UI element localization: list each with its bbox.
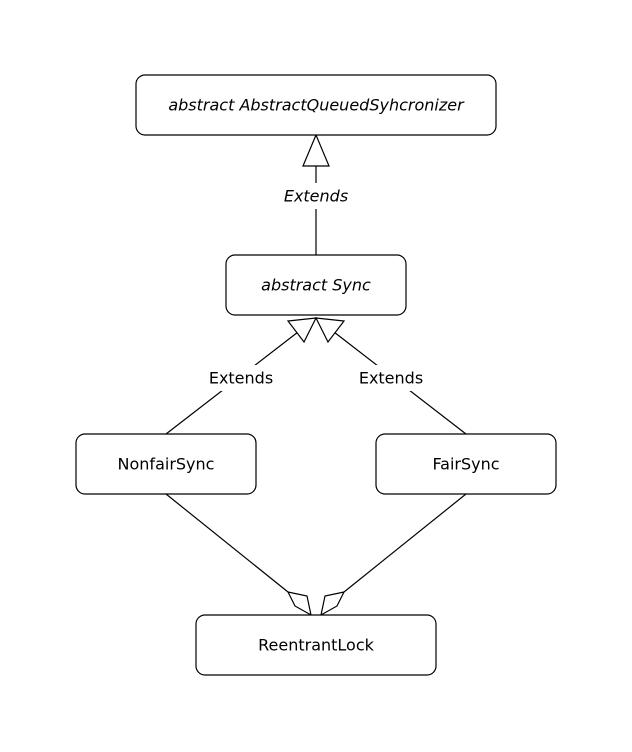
edge-sync-extends-aqs: Extends [272, 133, 360, 255]
edge-label-nonfair-sync: Extends [209, 369, 273, 388]
inheritance-arrowhead [302, 133, 330, 167]
class-name-label: abstract AbstractQueuedSyhcronizer [168, 96, 465, 115]
class-node-abstract-queued-synchronizer: abstract AbstractQueuedSyhcronizer [135, 74, 497, 136]
edge-lock-aggregates-fair [320, 493, 467, 617]
class-node-sync: abstract Sync [225, 254, 407, 316]
class-node-fair-sync: FairSync [375, 433, 557, 495]
class-name-label: FairSync [432, 455, 499, 474]
aggregation-diamond [286, 591, 312, 617]
edge-nonfair-extends-sync: Extends [165, 317, 318, 435]
edge-lock-aggregates-nonfair [165, 493, 312, 617]
edge-label-fair-sync: Extends [359, 369, 423, 388]
aggregation-diamond [320, 591, 346, 617]
class-name-label: NonfairSync [118, 455, 215, 474]
class-node-nonfair-sync: NonfairSync [75, 433, 257, 495]
edge-fair-extends-sync: Extends [314, 317, 467, 435]
class-name-label: abstract Sync [261, 276, 371, 295]
inheritance-arrowhead [286, 317, 318, 344]
class-node-reentrant-lock: ReentrantLock [195, 614, 437, 676]
edge-label-sync-aqs: Extends [284, 187, 348, 206]
class-name-label: ReentrantLock [258, 636, 375, 655]
inheritance-arrowhead [314, 317, 346, 344]
